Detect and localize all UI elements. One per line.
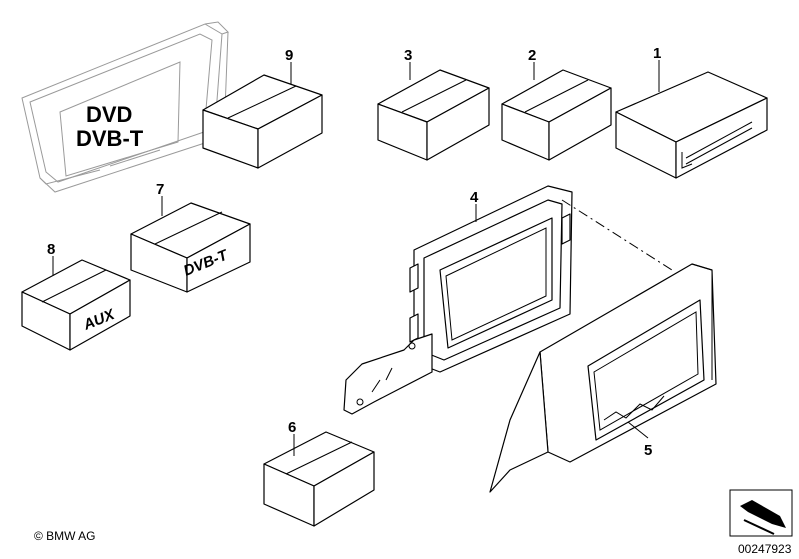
display-unit: DVD DVB-T (21, 21, 229, 193)
diagram-number: 00247923 (738, 542, 792, 556)
callout-2: 2 (528, 47, 536, 64)
callout-6: 6 (288, 419, 296, 436)
alignment-line (561, 199, 673, 271)
copyright-label: © BMW AG (34, 529, 96, 543)
callout-1: 1 (653, 45, 661, 62)
module-box-9: 9 (202, 47, 323, 169)
callout-8: 8 (47, 241, 55, 258)
callout-4: 4 (470, 189, 479, 206)
module-box-2: 2 (501, 47, 612, 161)
callout-7: 7 (156, 181, 164, 198)
callout-3: 3 (404, 47, 412, 64)
module-box-7: DVB-T 7 (130, 181, 251, 293)
callout-9: 9 (285, 47, 293, 64)
direction-arrow-icon (729, 489, 793, 537)
player-unit-1: 1 (615, 45, 768, 179)
dvd-label: DVD (86, 102, 132, 127)
module-box-3: 3 (377, 47, 490, 161)
dvb-t-display-label: DVB-T (76, 126, 144, 151)
trim-bezel-5: 5 (489, 263, 717, 493)
mounting-frame-4: 4 (343, 185, 573, 415)
module-box-8: AUX 8 (21, 241, 131, 351)
callout-5: 5 (644, 442, 652, 459)
module-box-6: 6 (263, 419, 375, 527)
